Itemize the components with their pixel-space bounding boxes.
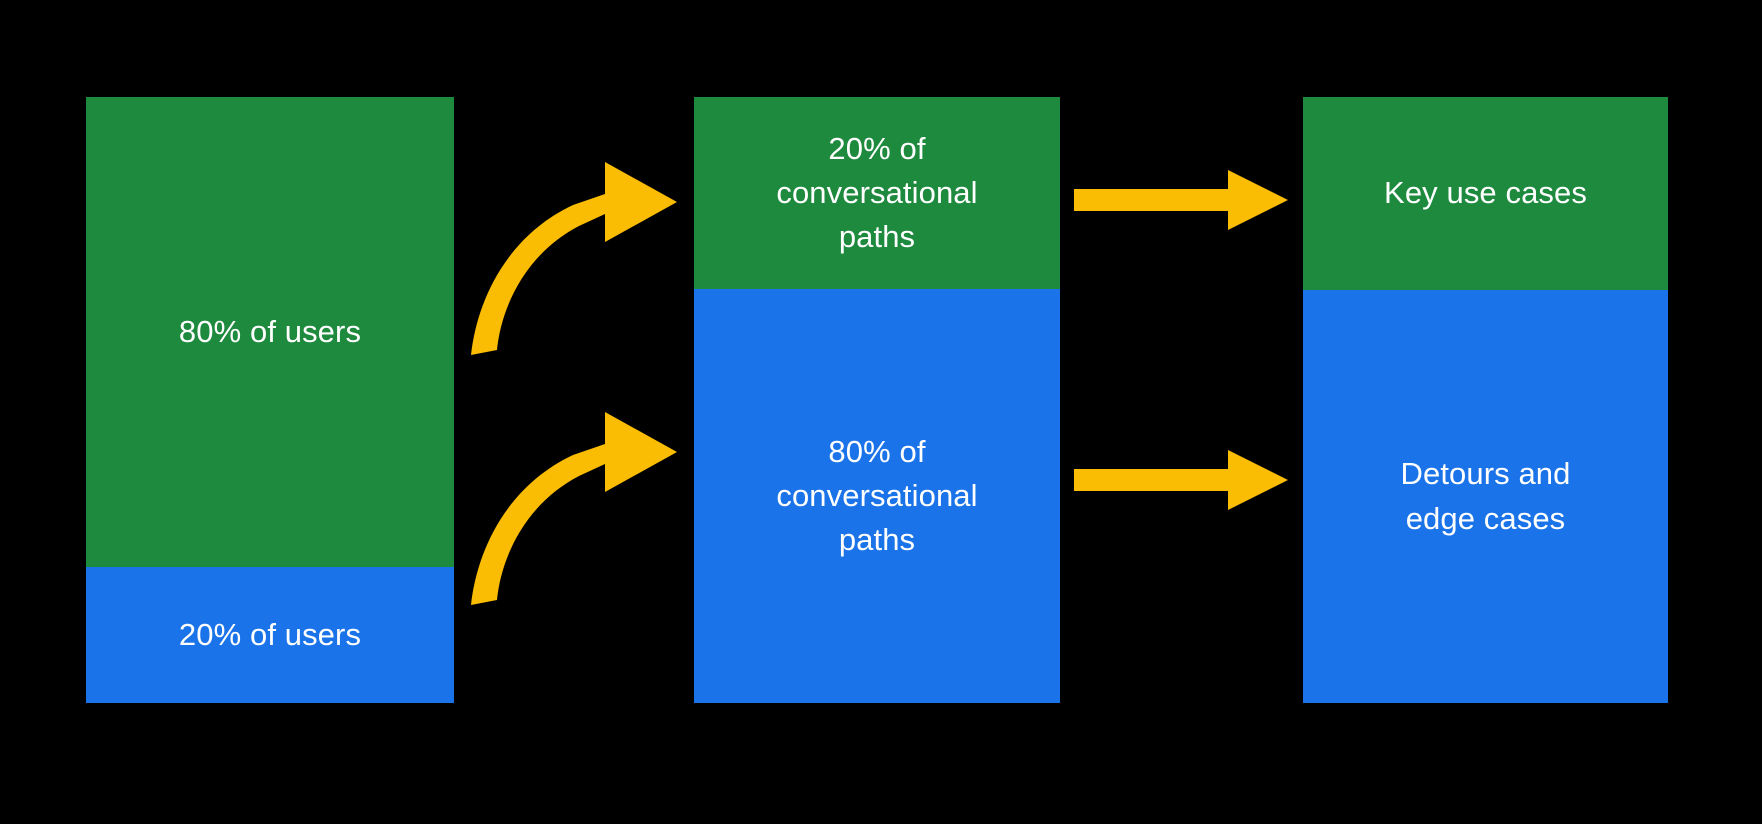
segment-paths-majority[interactable]: 80% of conversational paths — [694, 289, 1060, 703]
straight-arrow-paths-to-detours-icon — [1074, 450, 1288, 510]
straight-arrow-paths-to-key-use-cases-icon — [1074, 170, 1288, 230]
segment-users-minority[interactable]: 20% of users — [86, 567, 454, 703]
curved-arrow-users-to-paths-green-icon — [471, 162, 677, 355]
segment-label: 20% of conversational paths — [776, 130, 978, 254]
segment-label: 20% of users — [178, 616, 362, 652]
segment-outcome-key-use-cases[interactable]: Key use cases — [1303, 97, 1668, 290]
curved-arrow-users-to-paths-blue-icon — [471, 412, 677, 605]
segment-label: Key use cases — [1384, 175, 1587, 211]
segment-paths-minority[interactable]: 20% of conversational paths — [694, 97, 1060, 289]
users-column: 80% of users 20% of users — [86, 97, 454, 703]
segment-label: 80% of conversational paths — [776, 433, 978, 557]
segment-outcome-detours[interactable]: Detours and edge cases — [1303, 290, 1668, 703]
segment-users-majority[interactable]: 80% of users — [86, 97, 454, 567]
segment-label: 80% of users — [178, 313, 362, 349]
conversational-paths-column: 20% of conversational paths 80% of conve… — [694, 97, 1060, 703]
segment-label: Detours and edge cases — [1400, 456, 1571, 536]
outcomes-column: Key use cases Detours and edge cases — [1303, 97, 1668, 703]
